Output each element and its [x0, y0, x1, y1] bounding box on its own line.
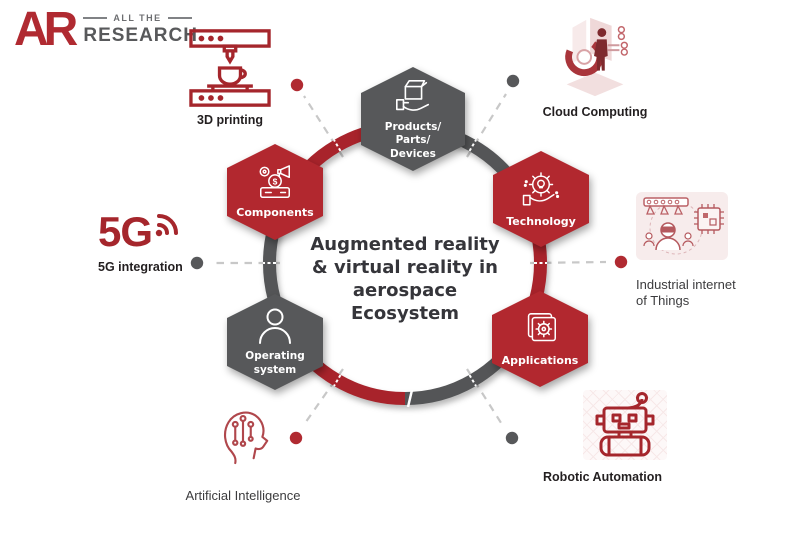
logo-name: RESEARCH — [83, 25, 198, 46]
3d-printer-icon — [189, 29, 271, 107]
satellite-robotic-automation: Robotic Automation — [525, 390, 680, 486]
logo-tagline-row: ALL THE — [83, 13, 198, 23]
satellite-artificial-intelligence: Artificial Intelligence — [163, 403, 323, 504]
components-icon: $ — [259, 164, 291, 198]
logo-letter-a: A — [14, 3, 49, 56]
dot-top-left-red — [290, 78, 304, 92]
center-title-line-2: & virtual reality in — [312, 257, 498, 279]
satellite-cloud-computing: Cloud Computing — [540, 14, 650, 121]
satellite-label: 5G integration — [98, 260, 183, 274]
dot-right-red — [614, 255, 628, 269]
logo-wordmark: ALL THE RESEARCH — [83, 8, 198, 47]
center-title-line-4: Ecosystem — [350, 303, 460, 325]
satellite-label: Industrial internet of Things — [636, 277, 736, 309]
svg-text:$: $ — [273, 176, 278, 186]
tagline-rule-right — [167, 17, 192, 19]
hexagon-components: $ Components — [227, 144, 323, 240]
hexagon-label: Operating system — [245, 350, 305, 376]
stacked-windows-gear-icon — [527, 312, 556, 342]
hexagon-label: Technology — [506, 214, 576, 228]
dot-top-right-dark — [506, 74, 520, 88]
connector-line-top-right — [466, 93, 507, 158]
all-the-research-logo: AR ALL THE RESEARCH — [14, 6, 198, 54]
ring-bottom-seam — [406, 389, 414, 408]
satellite-3d-printing: 3D printing — [180, 28, 280, 129]
tagline-rule-left — [83, 17, 108, 19]
connector-line-right — [529, 260, 607, 265]
connector-line-top-left — [303, 95, 344, 158]
cloud-computing-illustration — [565, 17, 628, 97]
robot-icon — [595, 392, 655, 457]
person-icon — [259, 308, 291, 345]
connector-lines — [211, 93, 607, 427]
center-title-line-3: aerospace — [352, 280, 458, 302]
5g-text: 5G — [98, 208, 153, 255]
ai-head-icon — [223, 411, 269, 465]
hand-box-icon — [395, 79, 430, 111]
hexagon-label: Applications — [501, 353, 579, 367]
satellite-label: 3D printing — [197, 113, 263, 127]
center-title-line-1: Augmented reality — [310, 234, 500, 255]
ring-crossing-ticks — [263, 139, 547, 387]
dot-bottom-right-dark — [505, 431, 519, 445]
connector-line-bottom-right — [466, 368, 504, 427]
connector-dots — [190, 74, 628, 445]
connector-line-bottom-left — [302, 368, 344, 427]
gear-bulb-hand-icon — [522, 172, 560, 206]
5g-icon: 5G — [98, 208, 208, 255]
center-title: Augmented reality & virtual reality in a… — [295, 233, 515, 325]
logo-tagline: ALL THE — [113, 13, 162, 23]
hexagon-products-parts-devices: Products/ Parts/ Devices — [361, 67, 465, 171]
hexagon-applications: Applications — [492, 291, 588, 387]
industrial-iot-icon — [636, 192, 728, 260]
satellite-label: Artificial Intelligence — [185, 488, 301, 503]
satellite-5g-integration: 5G 5G integration — [98, 208, 208, 276]
logo-mark: AR — [14, 6, 78, 54]
satellite-label: Cloud Computing — [542, 105, 648, 119]
hexagon-operating-system: Operating system — [227, 294, 323, 390]
satellite-label: Robotic Automation — [543, 470, 662, 484]
logo-letter-r: R — [43, 3, 79, 56]
hexagon-label: Products/ Parts/ Devices — [384, 120, 442, 160]
dot-left-dark — [190, 256, 204, 270]
dot-bottom-left-red — [289, 431, 303, 445]
satellite-industrial-iot: Industrial internet of Things — [636, 192, 736, 310]
hexagon-label: Components — [236, 205, 314, 219]
hexagon-technology: Technology — [493, 151, 589, 247]
signal-waves-icon — [155, 214, 179, 237]
